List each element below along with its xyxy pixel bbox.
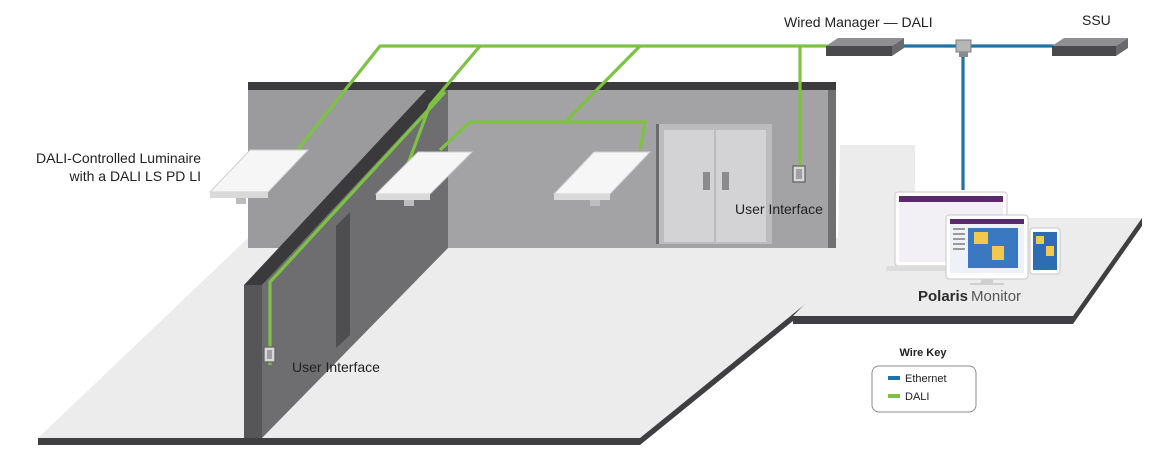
wire-key-ethernet-label: Ethernet — [905, 373, 947, 385]
dali-wiring — [268, 44, 830, 365]
user-interface-icon — [263, 346, 276, 363]
dali-swatch — [888, 394, 900, 398]
network-switch-icon — [955, 39, 972, 53]
luminaire-icon — [208, 149, 310, 204]
luminaire-label-line1: DALI-Controlled Luminaire — [36, 150, 201, 166]
wire-key-legend: Wire Key Ethernet DALI — [871, 347, 977, 413]
user-interface-label-right: User Interface — [735, 201, 823, 217]
luminaire-icon — [374, 151, 474, 206]
wire-key-dali-label: DALI — [905, 391, 929, 403]
ssu-icon — [1052, 38, 1128, 56]
wired-manager-label: Wired Manager — DALI — [784, 14, 933, 30]
luminaire-icon — [552, 151, 652, 206]
wired-manager-icon — [826, 38, 904, 56]
user-interface-icon — [792, 165, 806, 183]
ssu-label: SSU — [1082, 12, 1111, 28]
door-icon — [656, 124, 772, 244]
monitor-screens-icon — [886, 191, 1061, 285]
ethernet-swatch — [888, 376, 900, 380]
network-switch-port — [959, 52, 968, 57]
ethernet-wiring — [900, 44, 1058, 190]
wire-key-title: Wire Key — [900, 347, 948, 359]
luminaire-label-line2: with a DALI LS PD LI — [68, 168, 201, 184]
user-interface-label-left: User Interface — [292, 359, 380, 375]
